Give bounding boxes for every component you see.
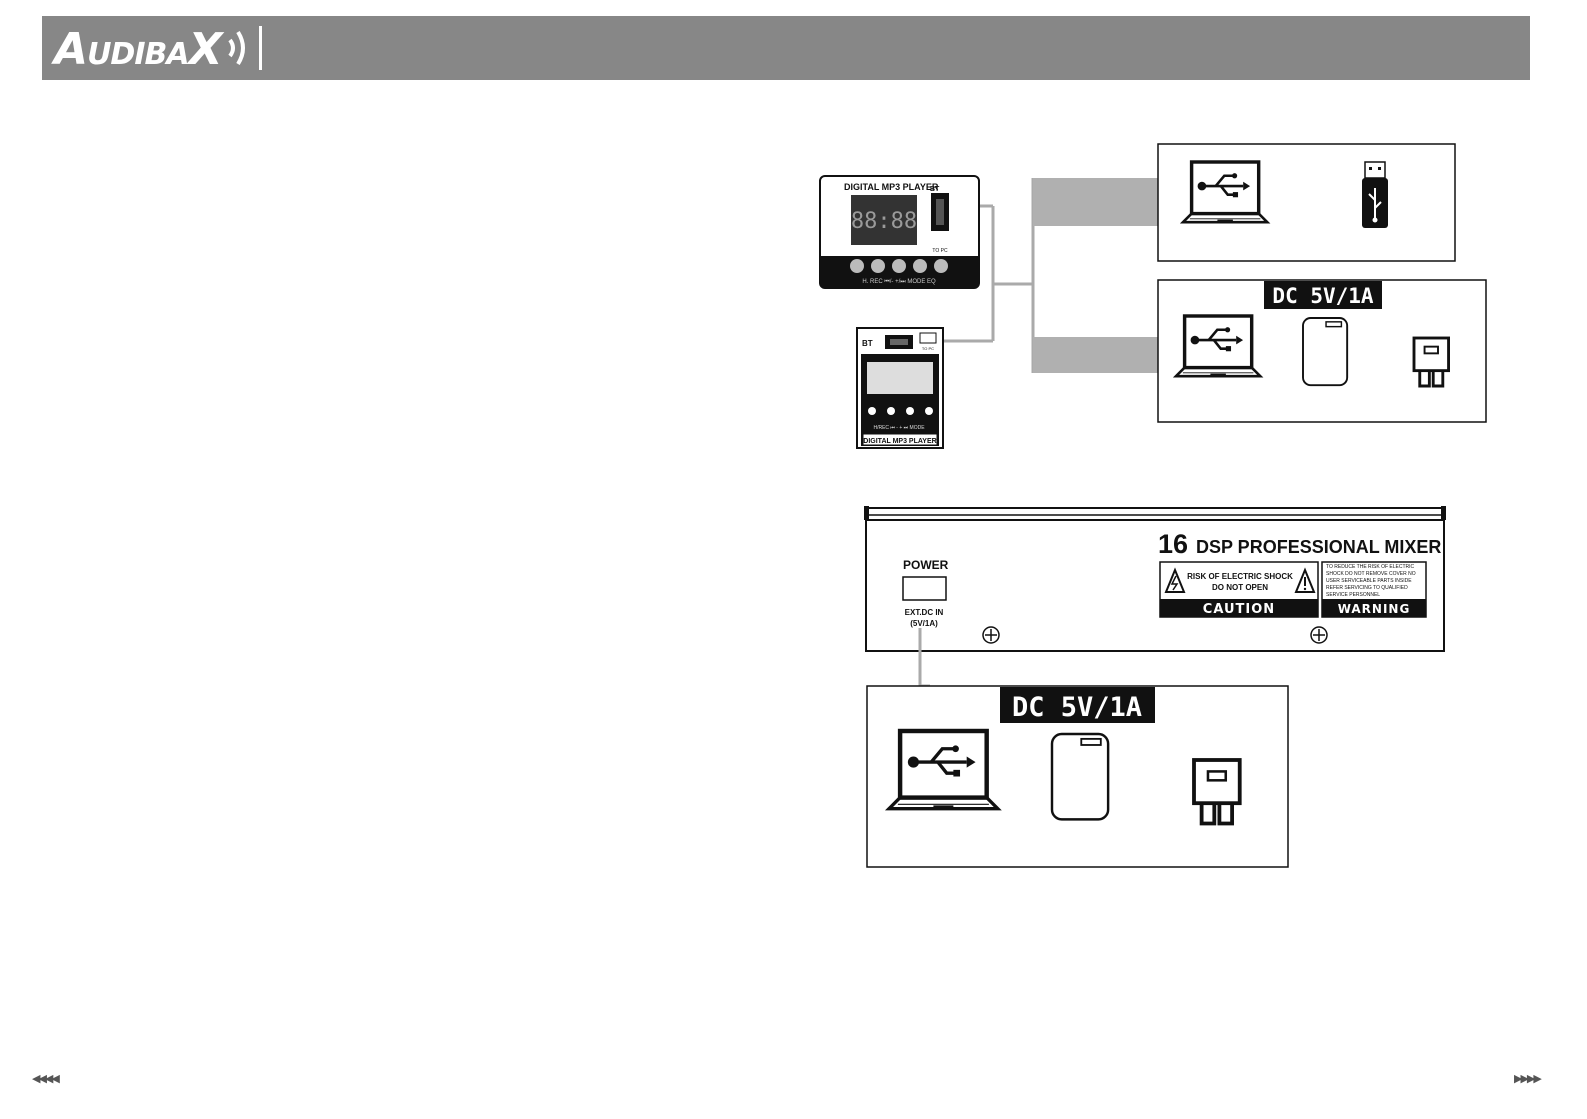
lower-power-label: DC 5V/1A [1012, 692, 1142, 723]
brand-logo: AUDIBAX [54, 24, 252, 75]
caution-text-line1: RISK OF ELECTRIC SHOCK [1187, 572, 1293, 581]
mixer-rear-panel: POWER EXT.DC IN (5V/1A) 16 DSP PROFESSIO… [864, 506, 1446, 652]
next-page-arrows[interactable]: ▶▶▶▶ [1514, 1072, 1542, 1085]
caution-label: CAUTION [1203, 602, 1275, 617]
mp3-top-bt: BT [930, 186, 940, 193]
usb-devices-box [1157, 143, 1456, 262]
ext-dc-label-line1: EXT.DC IN [905, 608, 944, 617]
mp3-top-button-labels: H. REC ⏮/- +/⏭ MODE EQ [862, 279, 936, 285]
warning-triangle-icon [1164, 567, 1186, 593]
power-label: POWER [903, 558, 949, 572]
mp3-bottom-button-labels: H/REC ⏮ - + ⏭ MODE [873, 425, 925, 431]
mp3-player-top: DIGITAL MP3 PLAYER BT 88:88 TO PC H. REC… [819, 175, 980, 289]
warning-label: WARNING [1338, 602, 1411, 616]
usb-connector-lines [926, 178, 1158, 373]
sound-waves-icon [228, 30, 246, 66]
logo-divider [259, 26, 262, 70]
brand-letters-mid: UDIBA [87, 37, 190, 72]
screw-icon [982, 626, 1000, 644]
warning-text-line3: USER SERVICEABLE PARTS INSIDE [1326, 578, 1412, 584]
warning-text-line2: SHOCK DO NOT REMOVE COVER NO [1326, 571, 1416, 577]
mp3-top-to-pc: TO PC [932, 248, 948, 254]
usb-flash-drive-icon [1362, 161, 1388, 228]
mixer-model-number: 16 [1158, 529, 1188, 559]
upper-power-box: DC 5V/1A [1157, 279, 1487, 423]
mp3-top-title: DIGITAL MP3 PLAYER [844, 182, 939, 192]
brand-letter-x: X [188, 24, 223, 75]
mp3-top-display: 88:88 [851, 209, 917, 234]
power-jack [902, 576, 947, 601]
warning-text-line1: TO REDUCE THE RISK OF ELECTRIC [1326, 564, 1415, 570]
mp3-bottom-to-pc: TO PC [922, 346, 934, 351]
lower-power-box: DC 5V/1A [866, 685, 1289, 868]
mp3-bottom-bt: BT [862, 339, 873, 348]
previous-page-arrows[interactable]: ◀◀◀◀ [32, 1072, 60, 1085]
upper-power-label: DC 5V/1A [1272, 284, 1374, 308]
mp3-player-bottom: BT TO PC H/REC ⏮ - + ⏭ MODE DIGITAL MP3 … [856, 327, 944, 449]
caution-text-line2: DO NOT OPEN [1212, 583, 1268, 592]
warning-text-line5: SERVICE PERSONNEL [1326, 592, 1380, 598]
header-bar [42, 16, 1530, 80]
warning-triangle-icon [1294, 567, 1316, 593]
brand-letter-a: A [54, 24, 88, 75]
warning-text-line4: REFER SERVICING TO QUALIFIED [1326, 585, 1408, 591]
mixer-model-name: DSP PROFESSIONAL MIXER [1196, 537, 1441, 557]
mp3-bottom-title: DIGITAL MP3 PLAYER [863, 438, 936, 445]
screw-icon [1310, 626, 1328, 644]
ext-dc-label-line2: (5V/1A) [910, 619, 938, 628]
